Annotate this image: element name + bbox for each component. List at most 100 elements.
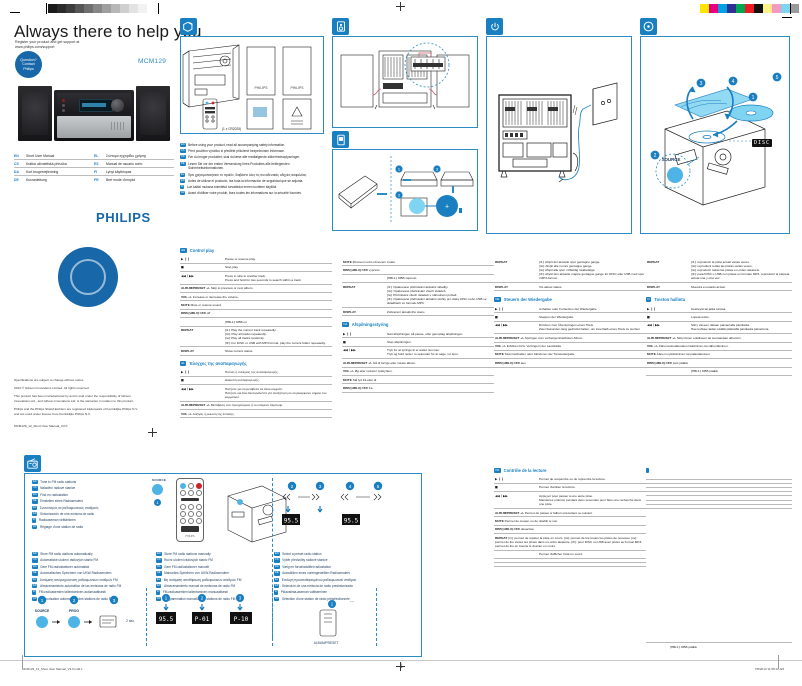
table-row: VOL +/- Øg eller reducer lydstyrken. (342, 367, 494, 376)
section-title: Contrôle de la lecture (503, 468, 547, 473)
volume-knob (111, 99, 124, 112)
table-row: MUTE Ztlumení nebo obnovení zvuku. (342, 258, 494, 267)
remote-battery-note: (1 x CR2025) (222, 127, 241, 131)
svg-text:+: + (445, 204, 449, 211)
play-control-table: ▶ ❙❙Pause or resume play. ■Stop play. ◀◀… (180, 255, 332, 356)
play-column-fr (646, 468, 792, 510)
section-header: FR Contrôle de la lecture (494, 468, 646, 473)
remote-key[interactable] (180, 504, 186, 510)
remote-key[interactable] (196, 518, 202, 524)
svg-text:2: 2 (73, 598, 76, 603)
play-control-table: MUTE Ztlumení nebo obnovení zvuku. DBB [… (342, 258, 494, 317)
crop-mark (22, 655, 23, 669)
footer-timestamp: 7/8/2013 11:58:12 AM (754, 667, 784, 671)
legal-text: Specifications are subject to change wit… (14, 378, 142, 432)
remote-key[interactable] (188, 483, 194, 489)
language-name: Kort brugervejledning (26, 169, 59, 174)
svg-text:P-10: P-10 (234, 616, 249, 623)
table-row: ◀◀ / ▶▶Appuyez pour passer à une autre p… (494, 491, 646, 509)
remote-key[interactable] (180, 518, 186, 524)
manual-store-diagram: 1 2 3 95.5 P-01 P-10 (154, 592, 266, 648)
table-row: VOL +/- Increase or decrease the volume. (180, 292, 332, 302)
model-number: MCM129 (138, 58, 167, 65)
panel-divider (146, 588, 147, 646)
table-row (646, 504, 792, 510)
speaker-connect-icon (332, 18, 349, 35)
section-title: Control play (189, 248, 215, 253)
table-row: ▶ ❙❙Keskeytä tai jatka toistoa. (646, 304, 792, 314)
table-row: REPEAT [r1]: permet de répéter la piste … (494, 533, 646, 551)
table-row: [HBL1]: DBB päällä (646, 367, 792, 376)
play-control-table: REPEAT[r1]: reproducir la pista actual v… (646, 258, 792, 292)
disc-display-readout: DISC (752, 139, 773, 147)
svg-text:1: 1 (331, 602, 334, 607)
crop-mark (778, 655, 779, 669)
remote-control: PHILIPS (176, 478, 204, 542)
table-row: ALBUM/PRESET +/- Μετάβαση στο προηγούμεν… (180, 401, 332, 411)
language-code: EN (180, 143, 186, 147)
svg-text:3: 3 (700, 81, 703, 87)
product-photo (18, 86, 170, 144)
remote-nav-bar[interactable] (181, 498, 199, 501)
table-row: DBB [HBL0] DBB pois päältä (646, 358, 792, 368)
table-row: DBB [HBL0] DBB fra (342, 383, 494, 393)
remote-key[interactable] (196, 511, 202, 517)
remote-standby-key[interactable] (180, 483, 186, 489)
language-code: DA (342, 322, 349, 328)
table-row (646, 500, 792, 505)
table-row (494, 562, 646, 568)
language-code: FR (180, 191, 186, 196)
remote-key[interactable] (180, 490, 186, 496)
table-row: MUTE Mute or restore sound. (180, 300, 332, 310)
remote-key[interactable] (180, 511, 186, 517)
table-row: DBB [HBL0] DBB off (180, 309, 332, 319)
crop-mark (158, 3, 159, 14)
remote-key[interactable] (188, 504, 194, 510)
table-row: ■Διακοπή αναπαραγωγής. (180, 376, 332, 386)
remote-key[interactable] (188, 518, 194, 524)
svg-text:PROG: PROG (69, 609, 79, 613)
remote-key[interactable] (196, 504, 202, 510)
language-code: EN (180, 248, 187, 253)
main-unit-disc-tray (57, 116, 131, 138)
svg-text:2: 2 (398, 193, 401, 198)
remote-key[interactable] (188, 490, 194, 496)
right-speaker (136, 86, 170, 141)
table-row: REPEAT[r1]: Afspil det aktuelle spor gen… (494, 258, 646, 284)
svg-text:P-01: P-01 (195, 616, 210, 623)
table-row: VOL +/- Äänenvoimakkuuden lisääminen tai… (646, 342, 792, 351)
table-row: ■Stop play. (180, 263, 332, 273)
panel-c-illustration: 1 2 + 3 (332, 149, 478, 231)
legal-line: This product has been manufactured by an… (14, 393, 134, 403)
table-row: ◀◀ / ▶▶Tryk for at springe til et andet … (342, 346, 494, 360)
remote-key[interactable] (188, 511, 194, 517)
language-code: CS (14, 161, 19, 166)
svg-text:SOURCE: SOURCE (35, 609, 50, 613)
language-code: FI (94, 169, 98, 174)
play-control-table: ▶ ❙❙Sæt afspilningen på pause, eller gen… (342, 329, 494, 393)
play-column-fi: REPEAT[r1]: reproducir la pista actual v… (646, 248, 792, 376)
language-code: DE (14, 177, 19, 182)
remote-key[interactable] (196, 490, 202, 496)
remote-volume-bar[interactable] (181, 526, 199, 532)
registration-cross-mid (148, 428, 157, 437)
remote-source-key[interactable] (196, 483, 202, 489)
language-code: DA (180, 155, 186, 160)
crop-mark (10, 12, 20, 13)
